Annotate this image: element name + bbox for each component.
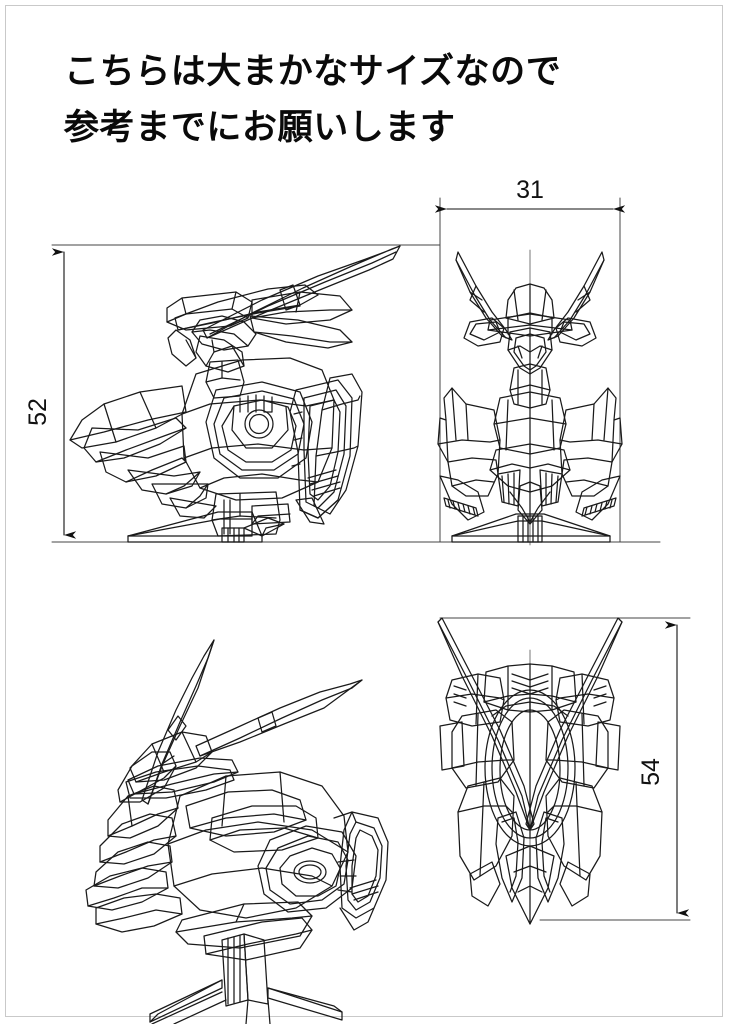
top-view-drawing <box>437 617 623 925</box>
dimension-label-52: 52 <box>24 398 52 426</box>
heading-block: こちらは大まかなサイズなので 参考までにお願いします <box>64 44 684 156</box>
dimension-31 <box>434 197 626 543</box>
view-perspective-region <box>60 615 390 1024</box>
dimension-label-54: 54 <box>637 758 665 786</box>
heading-line-2: 参考までにお願いします <box>64 107 456 148</box>
view-side-region <box>50 245 440 545</box>
view-front-region <box>438 245 623 545</box>
view-top-region <box>430 615 640 925</box>
perspective-view-drawing <box>85 639 389 1024</box>
side-view-drawing <box>69 245 401 543</box>
heading-line-1: こちらは大まかなサイズなので <box>64 51 562 92</box>
dimension-label-31: 31 <box>516 176 544 204</box>
dimension-54 <box>439 617 691 921</box>
front-view-drawing <box>437 249 623 546</box>
